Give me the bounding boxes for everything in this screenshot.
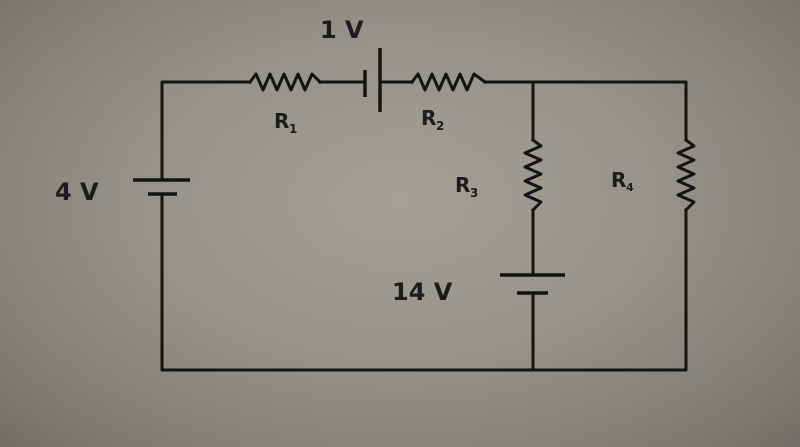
svg-text:4: 4 bbox=[626, 181, 634, 194]
battery-4v bbox=[133, 178, 190, 196]
resistor-r2 bbox=[409, 72, 488, 92]
label-r3: R 3 bbox=[455, 173, 478, 200]
wire-left bbox=[160, 80, 252, 182]
svg-text:2: 2 bbox=[436, 119, 444, 133]
label-r2: R 2 bbox=[421, 106, 444, 133]
label-14v: 14 V bbox=[392, 278, 453, 306]
wire-left-lower bbox=[160, 192, 688, 372]
label-r4: R 4 bbox=[611, 168, 634, 194]
label-1v: 1 V bbox=[320, 16, 364, 44]
svg-text:R: R bbox=[611, 168, 626, 192]
label-r1: R 1 bbox=[274, 109, 297, 136]
svg-text:R: R bbox=[421, 106, 436, 130]
svg-text:R: R bbox=[455, 173, 470, 197]
svg-text:R: R bbox=[274, 109, 289, 133]
battery-14v bbox=[500, 273, 565, 295]
resistor-r4 bbox=[676, 137, 696, 213]
battery-1v bbox=[363, 48, 382, 112]
label-4v: 4 V bbox=[55, 178, 99, 206]
resistor-r3 bbox=[523, 137, 543, 213]
wire-top-far bbox=[483, 80, 688, 142]
svg-text:3: 3 bbox=[470, 186, 478, 200]
resistor-r1 bbox=[247, 72, 323, 92]
svg-text:1: 1 bbox=[289, 122, 297, 136]
